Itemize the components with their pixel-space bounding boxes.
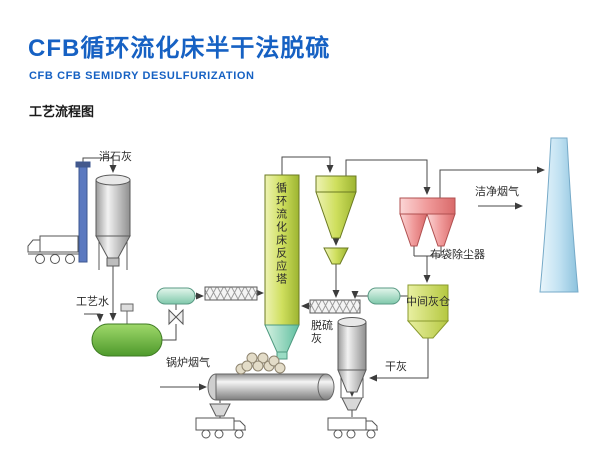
ash-hopper-2 [341, 397, 363, 411]
ash-truck-1 [195, 417, 246, 439]
page-title: CFB循环流化床半干法脱硫 [28, 35, 331, 62]
label-dry-ash: 干灰 [385, 361, 407, 373]
lime-silo [95, 174, 131, 270]
desulfur-ash-silo [337, 317, 367, 398]
recycle-capsule [367, 287, 401, 305]
screw-conveyor-2 [309, 299, 361, 314]
page-subtitle: CFB CFB SEMIDRY DESULFURIZATION [29, 70, 255, 82]
flue-gas-duct [207, 373, 335, 401]
label-desulfurized-ash: 脱硫灰 [311, 320, 333, 345]
recycle-funnel [323, 247, 349, 265]
ash-hopper-1 [209, 403, 231, 417]
ash-truck-2 [327, 417, 378, 439]
label-intermediate-ash-silo: 中间灰仓 [406, 296, 450, 308]
bucket-elevator [75, 161, 91, 263]
pebble-pile [235, 352, 286, 375]
flow-lines [82, 156, 545, 418]
lime-truck [27, 235, 80, 264]
label-reactor-tower: 循环流化床反应塔 [274, 182, 287, 286]
label-slaked-lime: 消石灰 [99, 151, 132, 163]
screw-conveyor-1 [204, 286, 258, 301]
reactor-tower [264, 174, 300, 360]
slurry-capsule [156, 287, 196, 305]
bag-filter [399, 197, 456, 247]
pump-valve [168, 308, 184, 326]
label-boiler-flue-gas: 锅炉烟气 [166, 357, 210, 369]
cyclone-separator [315, 175, 357, 239]
label-bag-filter: 布袋除尘器 [430, 249, 485, 261]
section-label: 工艺流程图 [29, 104, 95, 119]
label-process-water: 工艺水 [76, 296, 109, 308]
process-water-tank [91, 303, 163, 357]
label-clean-flue-gas: 洁净烟气 [475, 186, 519, 198]
intermediate-ash-silo [406, 284, 450, 339]
chimney [539, 137, 579, 293]
